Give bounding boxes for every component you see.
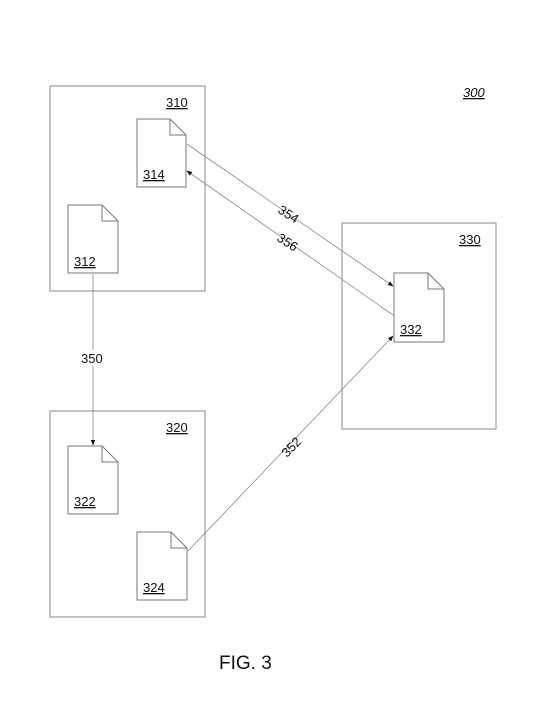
figure-caption: FIG. 3 [219, 653, 272, 674]
connection-352-label: 352 [278, 434, 304, 460]
document-322-icon: 322 [67, 445, 119, 515]
document-322-label: 322 [74, 494, 96, 509]
connection-350: 350 [79, 274, 107, 446]
document-312-label: 312 [74, 254, 96, 269]
connection-354-label: 354 [275, 202, 301, 226]
container-320-label: 320 [166, 420, 188, 435]
document-314-icon: 314 [136, 118, 187, 188]
connection-350-label: 350 [81, 351, 103, 366]
document-314-label: 314 [143, 167, 165, 182]
document-332-icon: 332 [393, 272, 445, 343]
document-332-label: 332 [400, 322, 422, 337]
connection-356-label: 356 [274, 230, 300, 254]
document-324-label: 324 [143, 580, 165, 595]
document-324-icon: 324 [136, 531, 188, 601]
container-330-label: 330 [459, 232, 481, 247]
connection-354: 354 [186, 143, 394, 287]
figure-reference-label: 300 [463, 85, 485, 100]
container-310-label: 310 [166, 95, 188, 110]
connection-352: 352 [187, 335, 394, 552]
document-312-icon: 312 [67, 204, 119, 274]
